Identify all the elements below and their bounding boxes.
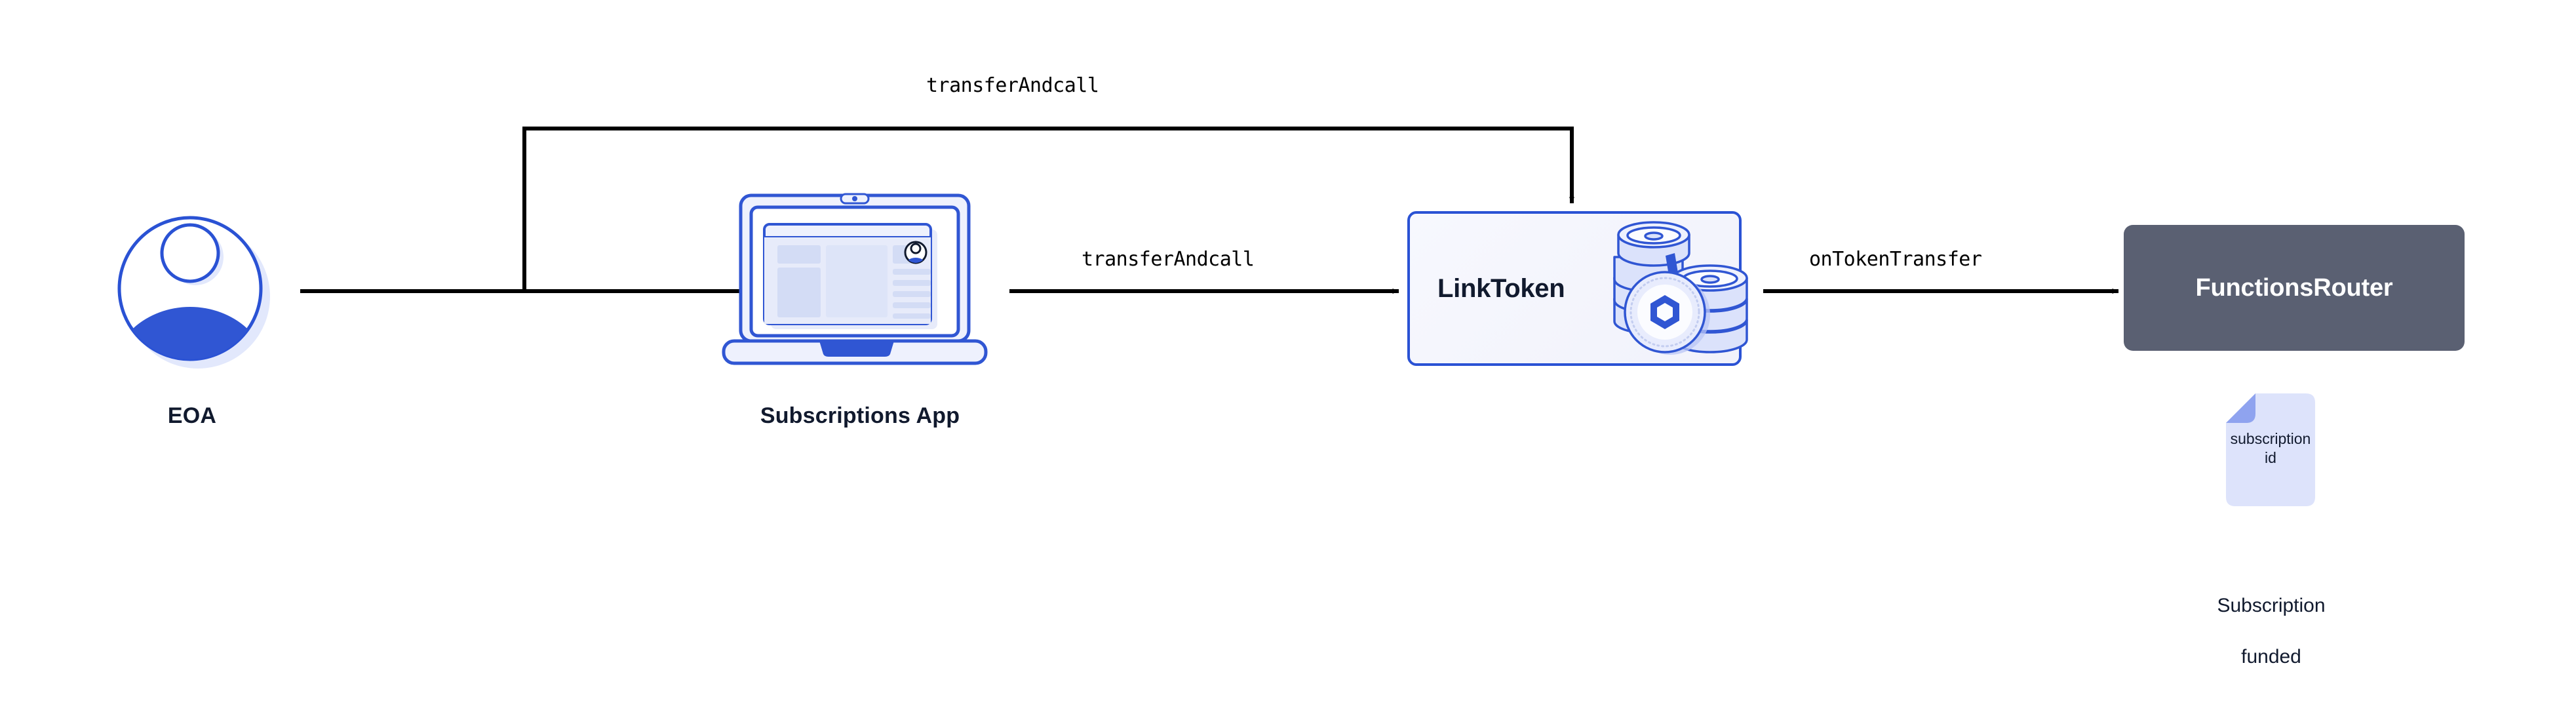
- node-eoa[interactable]: [110, 209, 274, 372]
- edge-label-transfer-and-call-top: transferAndcall: [926, 74, 1099, 97]
- user-avatar-icon: [117, 216, 270, 369]
- artifact-caption-subscription-funded: Subscription funded: [2150, 567, 2392, 669]
- node-subscriptions-app[interactable]: [722, 190, 998, 374]
- node-label-linktoken: LinkToken: [1437, 273, 1565, 303]
- edge-label-on-token-transfer: onTokenTransfer: [1809, 248, 1982, 271]
- document-icon: [2226, 393, 2315, 506]
- node-label-subscriptions-app: Subscriptions App: [760, 403, 960, 428]
- caption-line2: funded: [2241, 646, 2301, 668]
- edge-label-transfer-and-call: transferAndcall: [1082, 248, 1255, 271]
- node-functionsrouter[interactable]: FunctionsRouter: [2124, 225, 2465, 351]
- coin-stack-chainlink-icon: [1603, 215, 1770, 372]
- node-label-eoa: EOA: [167, 403, 217, 428]
- edge-eoa-to-linktoken-top: [522, 127, 1574, 291]
- document-body-line1: subscription: [2230, 430, 2311, 447]
- document-body-line2: id: [2265, 449, 2276, 466]
- artifact-subscription-doc: subscription id: [2226, 393, 2315, 506]
- document-body-text: subscription id: [2226, 429, 2315, 468]
- laptop-icon: [722, 193, 988, 365]
- node-label-functionsrouter: FunctionsRouter: [2195, 273, 2393, 302]
- caption-line1: Subscription: [2217, 595, 2326, 616]
